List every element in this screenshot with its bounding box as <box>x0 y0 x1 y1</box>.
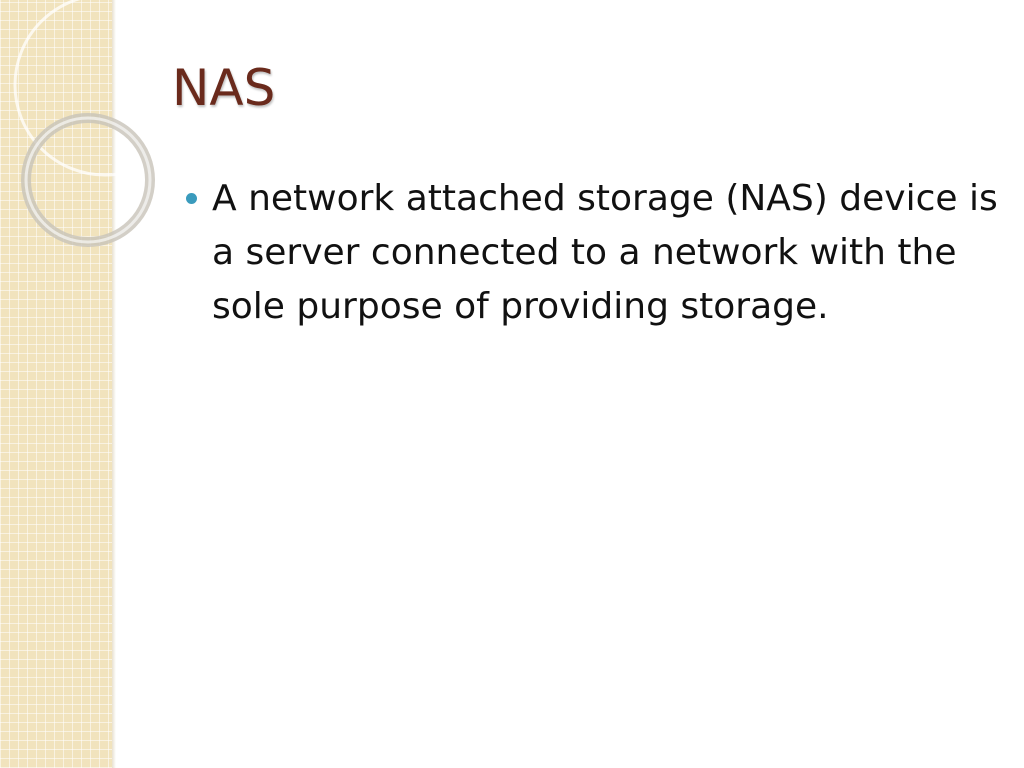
strip-shadow-edge <box>112 0 116 768</box>
decorative-rings <box>13 0 160 247</box>
decorative-ring-large <box>13 0 160 177</box>
bullet-dot-icon <box>186 193 197 204</box>
slide-title: NAS <box>172 59 276 117</box>
bullet-item: A network attached storage (NAS) device … <box>180 172 1000 334</box>
bullet-text: A network attached storage (NAS) device … <box>212 178 998 327</box>
bullet-list: A network attached storage (NAS) device … <box>180 172 1000 334</box>
decorative-ring-small-highlight <box>24 116 152 244</box>
